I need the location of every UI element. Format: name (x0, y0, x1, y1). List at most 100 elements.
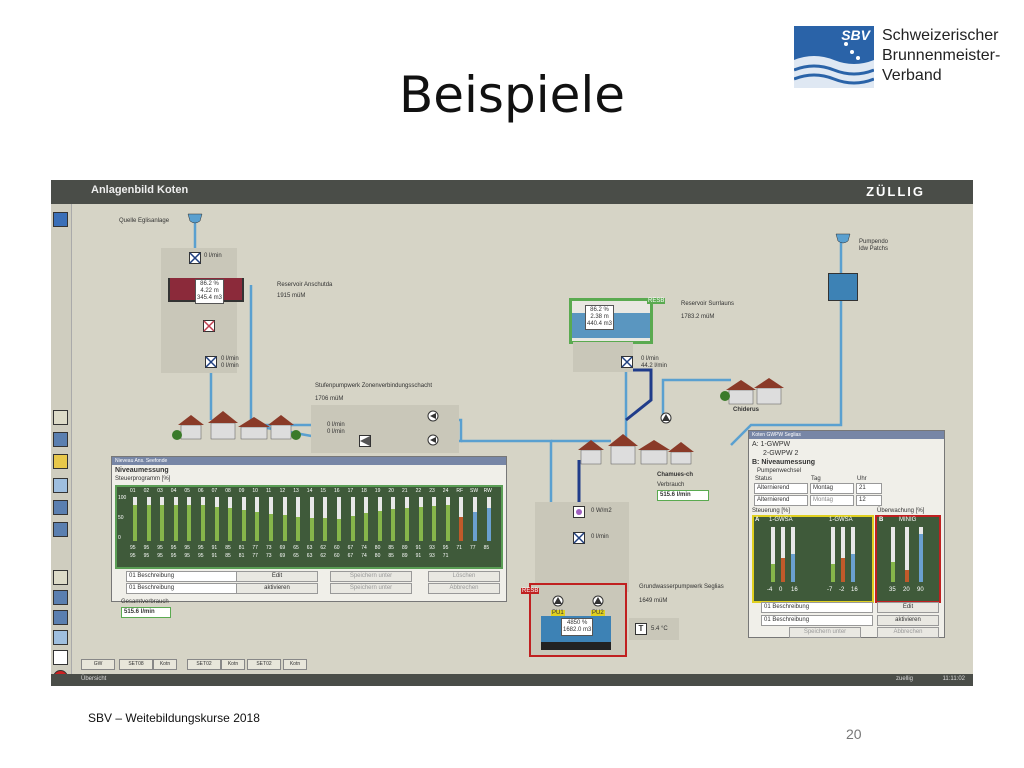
res1-label: Reservoir Anschutda (277, 282, 333, 288)
abbrechen-button[interactable]: Abbrechen (428, 583, 500, 594)
niveau-bar-track[interactable] (187, 497, 192, 541)
niveau-row2-value: 60 (334, 553, 340, 559)
bottom-tab[interactable]: Kotn (283, 659, 307, 670)
niveau-subtitle: Steuerprogramm [%] (115, 476, 171, 482)
chamues-houses-icon (578, 434, 694, 465)
niveau-bar-track[interactable] (214, 497, 219, 541)
niveau-bar-track[interactable] (201, 497, 205, 541)
valve-icon[interactable] (205, 356, 217, 368)
valve-icon[interactable] (203, 320, 215, 332)
gauge-bar (771, 527, 775, 582)
niveau-bar-track[interactable] (418, 497, 423, 541)
gwpw-aktivieren-button[interactable]: aktivieren (877, 615, 939, 626)
gwpw-abbrechen-button[interactable]: Abbrechen (877, 627, 939, 638)
niveau-bar-track[interactable] (255, 497, 260, 541)
speichern-button[interactable]: Speichern unter (330, 571, 412, 582)
niveau-bar-track[interactable] (146, 497, 151, 541)
edit-icon[interactable] (53, 410, 68, 425)
valve-icon[interactable] (359, 435, 371, 447)
niveau-row1-value: 77 (252, 545, 258, 551)
aktivieren-button[interactable]: aktivieren (236, 583, 318, 594)
chart-icon[interactable] (53, 590, 68, 605)
res2-flow-b: 44.2 l/min (641, 363, 668, 369)
start-icon[interactable] (53, 212, 68, 227)
status-field[interactable]: Alternierend (754, 483, 808, 494)
gwpw-speichern-button[interactable]: Speichern unter (789, 627, 861, 638)
loeschen-button[interactable]: Löschen (428, 571, 500, 582)
network-icon[interactable] (53, 500, 68, 515)
section-b-label: B (879, 517, 884, 523)
niveau-row1-value: 62 (320, 545, 326, 551)
pump-icon[interactable] (660, 412, 672, 424)
bottom-tab[interactable]: Kotn (221, 659, 245, 670)
gwpw-program-select[interactable]: 01 Beschreibung (761, 615, 873, 626)
tag-select[interactable]: Montag (810, 495, 854, 506)
niveau-bar-track[interactable] (432, 497, 437, 541)
valve-icon[interactable] (621, 356, 633, 368)
niveau-bar-track[interactable] (228, 497, 233, 541)
niveau-bar-track[interactable] (377, 497, 382, 541)
uhr-field[interactable]: 21 (856, 483, 882, 494)
bottom-tab[interactable]: Kotn (153, 659, 177, 670)
niveau-bar-track[interactable] (309, 497, 314, 541)
niveau-bar-track[interactable] (473, 497, 477, 541)
trend-icon[interactable] (53, 650, 68, 665)
niveau-bar-track[interactable] (445, 497, 450, 541)
tag-field[interactable]: Montag (810, 483, 854, 494)
status-select[interactable]: Alternierend (754, 495, 808, 506)
niveau-row1-value: 95 (442, 545, 449, 551)
niveau-row2-value: 95 (184, 553, 190, 559)
bottom-tab[interactable]: GW (81, 659, 115, 670)
edit-button[interactable]: Edit (236, 571, 318, 582)
pump-icon[interactable] (592, 595, 604, 607)
bottom-tab[interactable]: SET08 (119, 659, 153, 670)
search-icon[interactable] (53, 478, 68, 493)
program-select[interactable]: 01 Beschreibung (126, 583, 238, 594)
niveau-column-header: 18 (361, 488, 367, 494)
niveau-bar-track[interactable] (350, 497, 355, 541)
program-field[interactable]: 01 Beschreibung (126, 571, 238, 582)
gauge-bar (841, 527, 845, 582)
pump-icon[interactable] (552, 595, 564, 607)
calendar-icon[interactable] (53, 610, 68, 625)
valve-icon[interactable] (573, 532, 585, 544)
niveau-row2-value: 95 (130, 553, 136, 559)
niveau-column-header: 16 (334, 488, 340, 494)
niveau-column-header: 21 (402, 488, 408, 494)
niveau-bar-track[interactable] (173, 497, 178, 541)
niveau-bar-track[interactable] (364, 497, 369, 541)
niveau-bar-track[interactable] (269, 497, 273, 541)
niveau-bar-track[interactable] (486, 497, 491, 541)
niveau-row1-value: 63 (306, 545, 313, 551)
right-tank[interactable] (828, 273, 858, 301)
niveau-bar-track[interactable] (391, 497, 396, 541)
valve-icon[interactable] (189, 252, 201, 264)
niveau-bar-track[interactable] (133, 497, 137, 541)
bottom-tab[interactable]: SET02 (187, 659, 221, 670)
niveau-bar-track[interactable] (282, 497, 287, 541)
pump-icon[interactable] (427, 410, 439, 422)
niveau-bar-track[interactable] (296, 497, 301, 541)
niveau-bar-track[interactable] (160, 497, 165, 541)
niveau-bar-track[interactable] (459, 497, 464, 541)
gwpw-program-field[interactable]: 01 Beschreibung (761, 602, 873, 613)
window-icon[interactable] (53, 432, 68, 447)
temperature-icon[interactable]: T (635, 623, 647, 635)
niveau-row1-value: 95 (157, 545, 163, 551)
gwpw-edit-button[interactable]: Edit (877, 602, 939, 613)
folder-icon[interactable] (53, 454, 68, 469)
res2-flow-a: 0 l/min (641, 356, 659, 362)
gauge-2-val-3: 16 (851, 587, 858, 593)
niveau-bar-track[interactable] (405, 497, 409, 541)
screen-icon[interactable] (53, 522, 68, 537)
uv-icon[interactable] (573, 506, 585, 518)
pump-icon[interactable] (427, 434, 439, 446)
niveau-bar-track[interactable] (241, 497, 246, 541)
list-icon[interactable] (53, 570, 68, 585)
uhr-select[interactable]: 12 (856, 495, 882, 506)
niveau-bar-track[interactable] (323, 497, 328, 541)
alarm-icon[interactable] (53, 630, 68, 645)
bottom-tab[interactable]: SET02 (247, 659, 281, 670)
speichern-unter-button[interactable]: Speichern unter (330, 583, 412, 594)
niveau-bar-track[interactable] (337, 497, 341, 541)
